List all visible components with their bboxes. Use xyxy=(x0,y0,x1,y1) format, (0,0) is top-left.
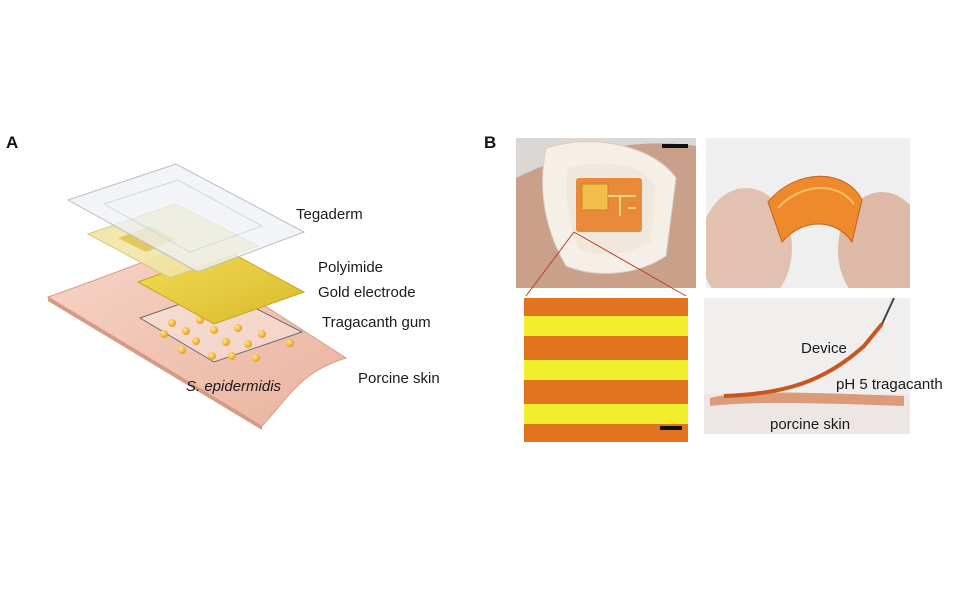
porcine-skin-edge xyxy=(48,297,262,430)
label-device: Device xyxy=(801,340,847,357)
label-tegaderm: Tegaderm xyxy=(296,206,363,223)
label-s-epidermidis: S. epidermidis xyxy=(186,378,282,395)
skin-side-illustration xyxy=(704,298,910,434)
label-tragacanth-gum: Tragacanth gum xyxy=(322,314,431,331)
fingers-illustration xyxy=(706,175,910,288)
label-ph-tragacanth: pH 5 tragacanth xyxy=(836,376,943,393)
tegaderm-inner-frame xyxy=(102,179,264,253)
label-gold-electrode: Gold electrode xyxy=(318,284,416,301)
panel-a-letter: A xyxy=(6,133,19,152)
panel-b-letter: B xyxy=(484,133,497,152)
device-on-arm-photo xyxy=(516,138,696,288)
label-polyimide: Polyimide xyxy=(318,259,384,276)
flexible-device-photo xyxy=(706,138,910,288)
device-on-porcine-skin-photo xyxy=(704,298,910,434)
tegaderm-layer xyxy=(66,163,306,273)
label-porcine-skin: Porcine skin xyxy=(358,370,440,387)
arm-illustration xyxy=(516,141,696,288)
micrograph-stripes xyxy=(524,298,688,442)
electrode-micrograph xyxy=(524,298,688,442)
s-epidermidis-particles xyxy=(160,316,294,362)
label-porcine-skin-b: porcine skin xyxy=(770,416,851,433)
